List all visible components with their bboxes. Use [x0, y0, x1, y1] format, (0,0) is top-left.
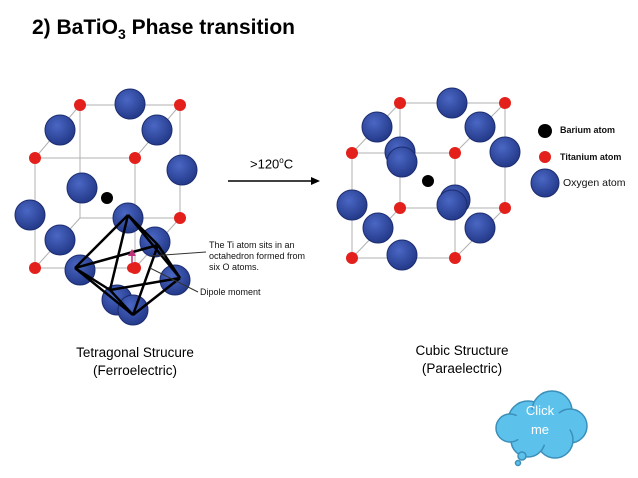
tetragonal-center-titanium	[127, 263, 137, 273]
oxygen-atom	[386, 239, 418, 271]
oxygen-atom	[386, 146, 418, 178]
oxygen-atom	[166, 154, 198, 186]
legend-titanium-label: Titanium atom	[560, 152, 622, 162]
legend-barium-label: Barium atom	[560, 125, 616, 135]
tetragonal-oxygen-atoms	[14, 88, 198, 326]
tetragonal-caption: Tetragonal Strucure (Ferroelectric)	[76, 345, 194, 378]
oxygen-atom	[489, 136, 521, 168]
legend-oxygen-swatch	[530, 168, 560, 198]
title-subscript: 3	[117, 26, 126, 42]
legend-titanium-swatch	[539, 151, 551, 163]
cubic-caption: Cubic Structure (Paraelectric)	[415, 343, 509, 376]
oxygen-atom	[336, 189, 368, 221]
title-text: 2) BaTiO	[32, 16, 118, 39]
oxygen-atom	[14, 199, 46, 231]
oxygen-atom	[362, 212, 394, 244]
octahedron-outline	[74, 214, 182, 316]
click-me-button[interactable]: Click me	[525, 403, 555, 437]
dipole-leader	[149, 267, 199, 293]
click-me-bubble[interactable]	[495, 390, 588, 467]
cubic-titanium-atoms	[346, 97, 511, 264]
slide-title: 2) BaTiO3 Phase transition	[32, 16, 295, 42]
cubic-oxygen-atoms	[336, 87, 521, 271]
dipole-moment-label: Dipole moment	[200, 287, 261, 297]
oxygen-atom	[436, 87, 468, 119]
oxygen-atom	[436, 189, 468, 221]
transition-arrowhead	[311, 177, 320, 185]
tetragonal-barium-atom	[101, 192, 113, 204]
oxygen-atom	[117, 294, 149, 326]
legend-oxygen-label: Oxygen atom	[563, 177, 626, 189]
oxygen-atom	[114, 88, 146, 120]
ti-note-leader	[149, 251, 207, 257]
title-suffix: Phase transition	[125, 16, 295, 39]
transition-temperature: >120oC	[250, 156, 294, 172]
cubic-barium-atom	[422, 175, 434, 187]
ti-octahedron-note: The Ti atom sits in an octahedron formed…	[209, 240, 306, 272]
legend-barium-swatch	[538, 124, 552, 138]
oxygen-atom	[464, 212, 496, 244]
oxygen-atom	[44, 224, 76, 256]
oxygen-atom	[44, 114, 76, 146]
dipole-arrowhead	[128, 249, 136, 256]
oxygen-atom	[361, 111, 393, 143]
oxygen-atom	[66, 172, 98, 204]
oxygen-atom	[464, 111, 496, 143]
oxygen-atom	[141, 114, 173, 146]
